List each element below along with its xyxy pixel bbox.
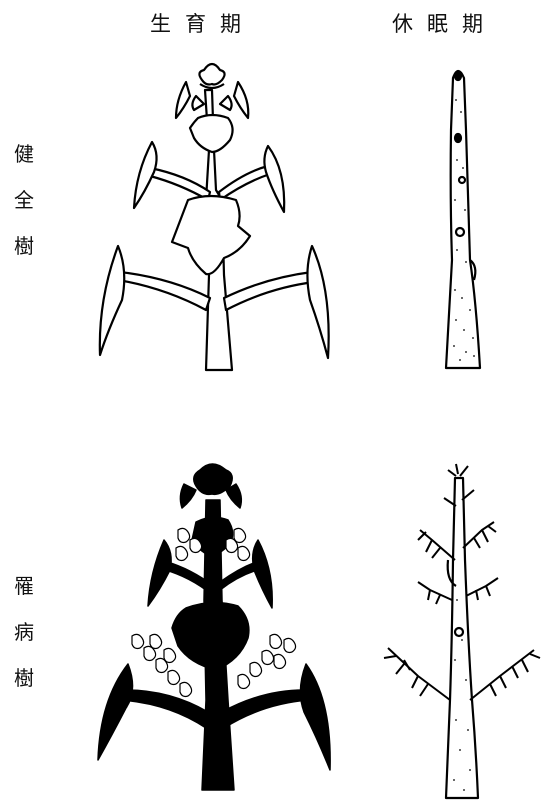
diseased-growing-shoot (98, 464, 330, 790)
diseased-dormant-shoot (384, 464, 540, 798)
healthy-dormant-shoot (446, 71, 480, 368)
healthy-growing-shoot (100, 64, 329, 370)
